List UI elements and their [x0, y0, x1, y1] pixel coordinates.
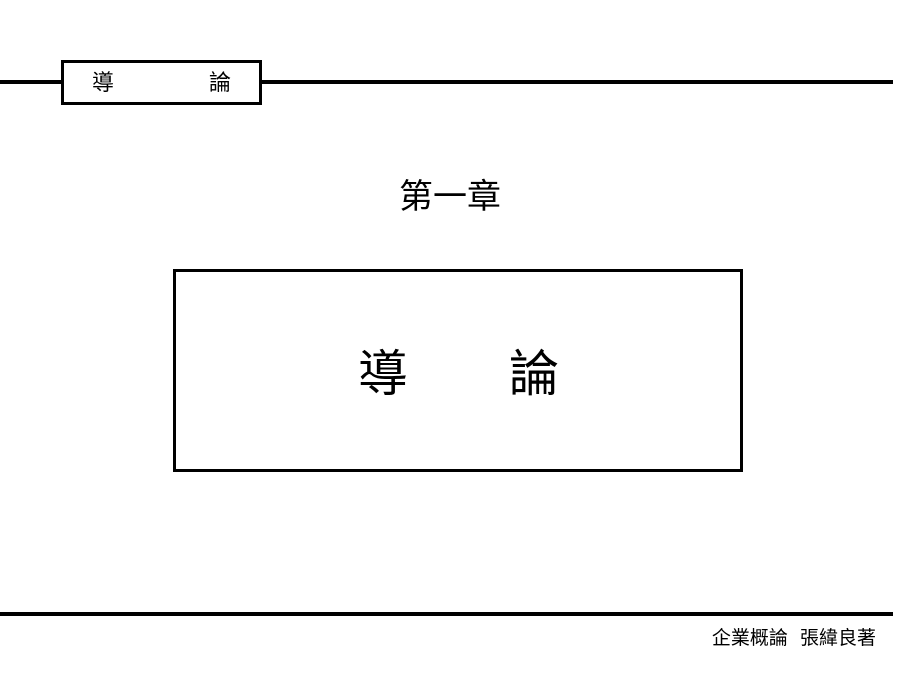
top-rule — [0, 80, 893, 84]
header-title-char-1: 導 — [92, 71, 115, 96]
chapter-label: 第一章 — [399, 177, 501, 217]
main-title-char-2: 論 — [509, 345, 559, 403]
main-title-box: 導 論 — [173, 269, 743, 472]
header-title-char-2: 論 — [209, 71, 232, 96]
footer-credit: 企業概論 張緯良著 — [711, 627, 876, 649]
bottom-rule — [0, 612, 893, 616]
header-title-box: 導 論 — [61, 60, 262, 105]
main-title-char-1: 導 — [358, 345, 408, 403]
